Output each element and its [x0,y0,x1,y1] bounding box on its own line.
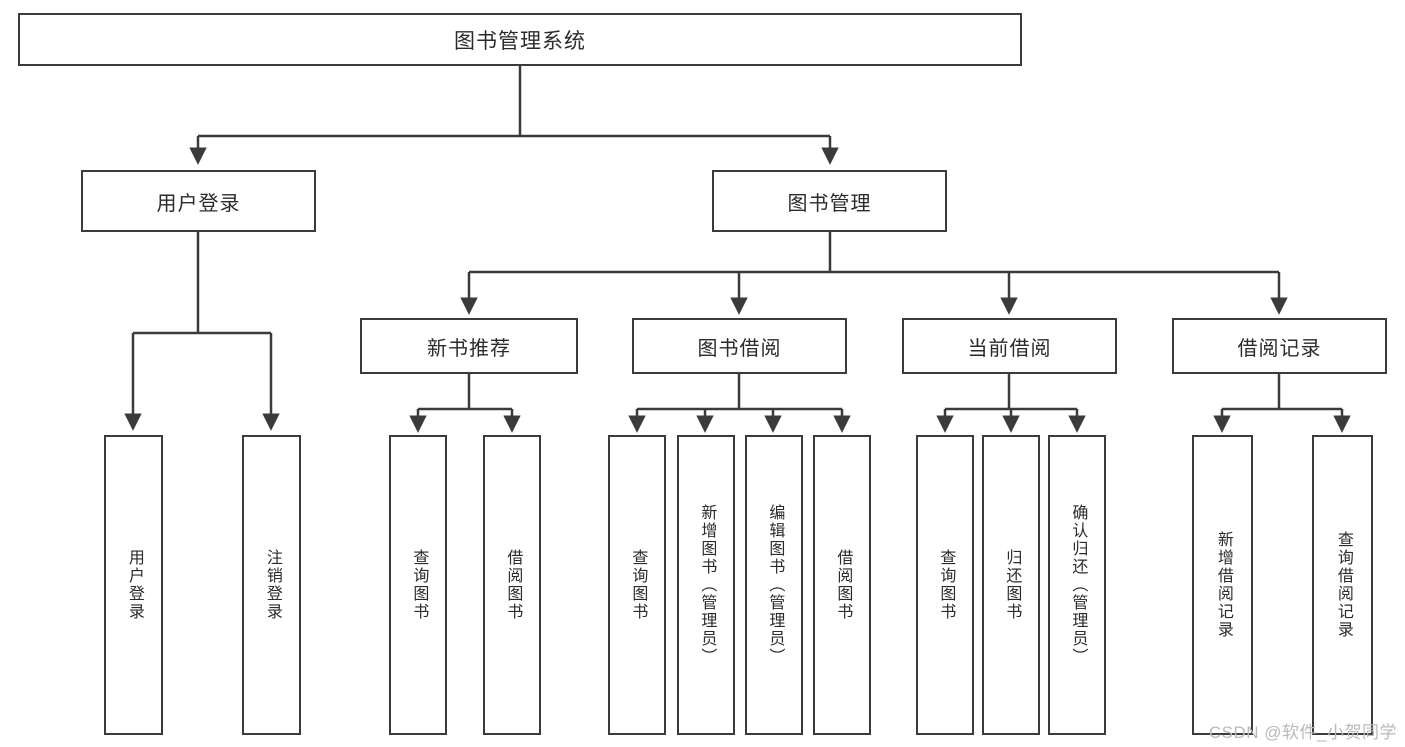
node-leaf-user-logout-label: 注销登录 [263,549,281,621]
node-leaf-confirm-return-label: 确认归还（管理员） [1069,504,1087,666]
node-leaf-return-book-label: 归还图书 [1003,549,1021,621]
node-leaf-add-record[interactable]: 新增借阅记录 [1192,435,1253,735]
node-book-management[interactable]: 图书管理 [712,170,947,232]
node-leaf-query-book-1-label: 查询图书 [410,549,428,621]
node-leaf-borrow-book-1-label: 借阅图书 [504,549,522,621]
node-leaf-query-book-1[interactable]: 查询图书 [389,435,447,735]
node-user-login-label: 用户登录 [156,192,241,215]
node-root[interactable]: 图书管理系统 [18,13,1022,66]
node-leaf-confirm-return[interactable]: 确认归还（管理员） [1048,435,1106,735]
node-leaf-user-logout[interactable]: 注销登录 [242,435,301,735]
node-leaf-query-record-label: 查询借阅记录 [1334,531,1352,639]
node-leaf-query-book-3-label: 查询图书 [937,549,955,621]
node-leaf-query-record[interactable]: 查询借阅记录 [1312,435,1373,735]
node-book-management-label: 图书管理 [787,192,872,215]
node-borrow-records[interactable]: 借阅记录 [1172,318,1387,374]
watermark-text: CSDN @软件_小贺同学 [1208,723,1397,742]
node-leaf-edit-book[interactable]: 编辑图书（管理员） [745,435,803,735]
node-book-borrow[interactable]: 图书借阅 [632,318,847,374]
node-new-book-recommend[interactable]: 新书推荐 [360,318,578,374]
node-leaf-user-login[interactable]: 用户登录 [104,435,163,735]
node-leaf-add-book-label: 新增图书（管理员） [698,504,716,666]
node-book-borrow-label: 图书借阅 [697,337,782,360]
node-leaf-borrow-book-2-label: 借阅图书 [834,549,852,621]
node-root-label: 图书管理系统 [454,29,586,53]
node-current-borrow[interactable]: 当前借阅 [902,318,1117,374]
node-leaf-user-login-label: 用户登录 [125,549,143,621]
node-borrow-records-label: 借阅记录 [1237,337,1322,360]
node-leaf-query-book-2-label: 查询图书 [629,549,647,621]
node-user-login[interactable]: 用户登录 [81,170,316,232]
node-leaf-add-book[interactable]: 新增图书（管理员） [677,435,735,735]
node-leaf-add-record-label: 新增借阅记录 [1214,531,1232,639]
node-leaf-query-book-3[interactable]: 查询图书 [916,435,974,735]
node-new-book-recommend-label: 新书推荐 [427,337,511,360]
node-leaf-edit-book-label: 编辑图书（管理员） [766,504,784,666]
node-leaf-return-book[interactable]: 归还图书 [982,435,1040,735]
node-leaf-query-book-2[interactable]: 查询图书 [608,435,666,735]
node-leaf-borrow-book-1[interactable]: 借阅图书 [483,435,541,735]
node-leaf-borrow-book-2[interactable]: 借阅图书 [813,435,871,735]
node-current-borrow-label: 当前借阅 [967,337,1052,360]
